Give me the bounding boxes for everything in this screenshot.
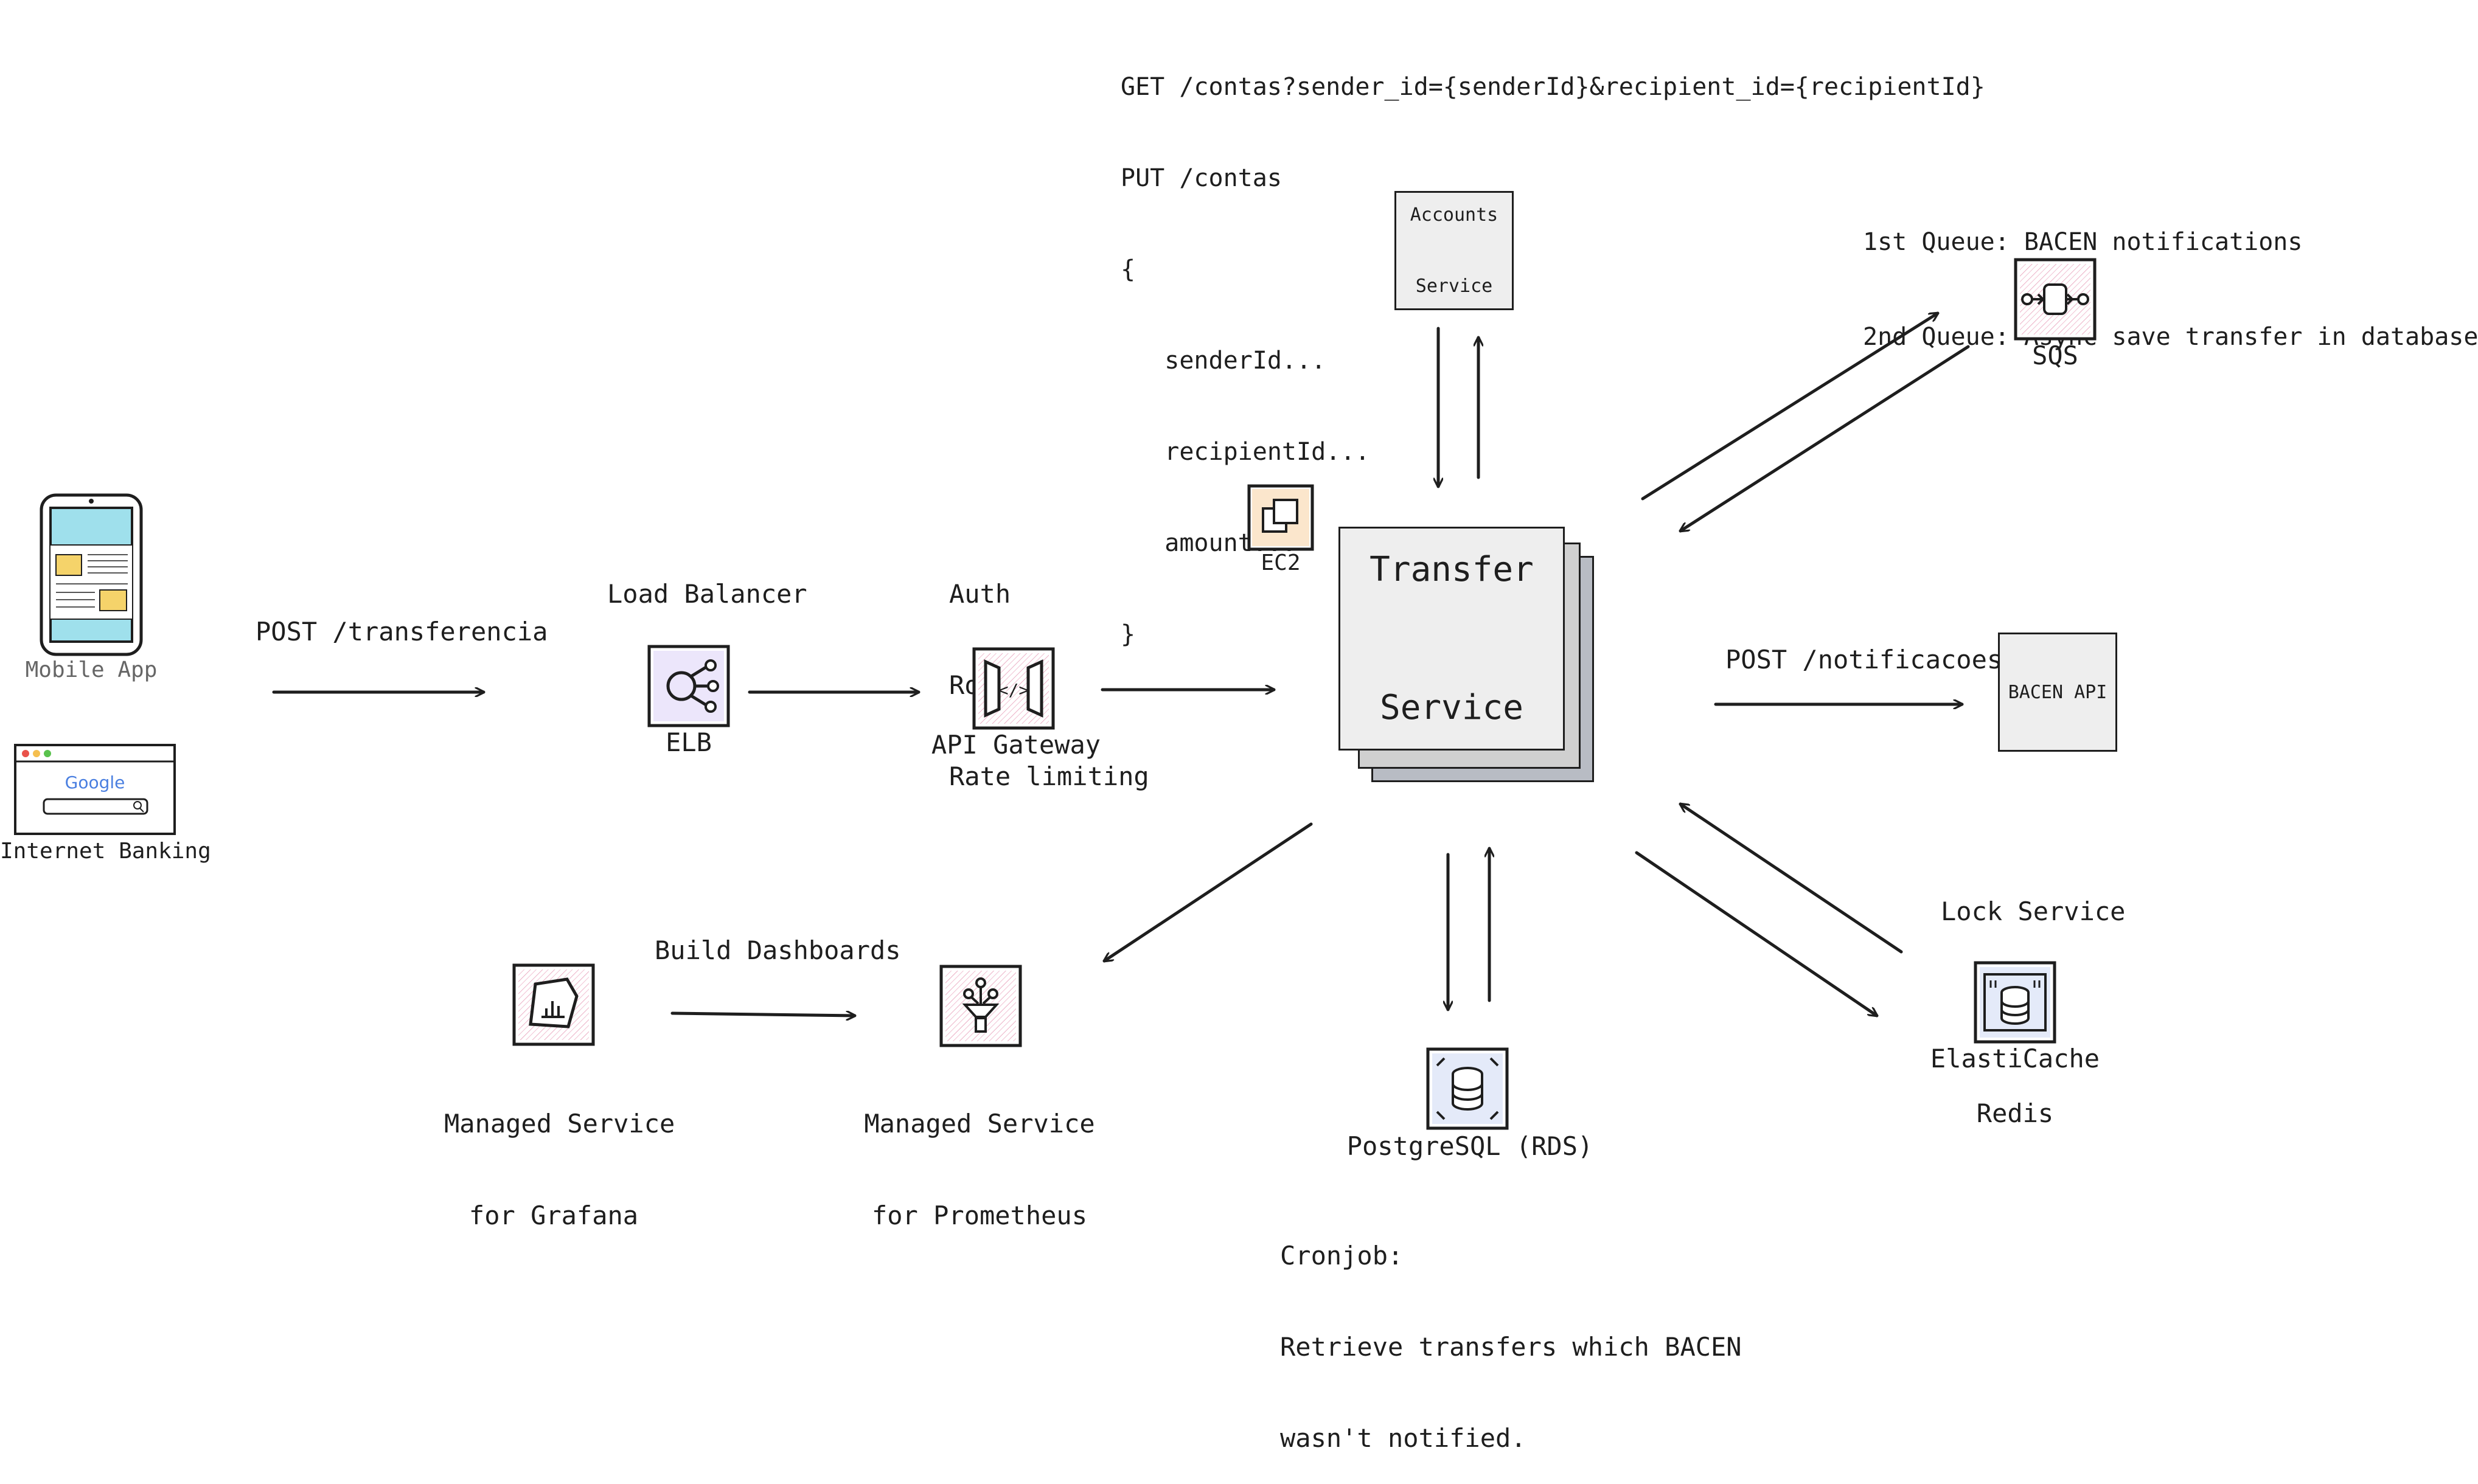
sqs-label: SQS: [2032, 341, 2078, 370]
edge-label-post-transferencia: POST /transferencia: [256, 617, 548, 647]
prometheus-icon: [939, 965, 1022, 1047]
rds-node[interactable]: [1426, 1047, 1509, 1130]
accounts-service-label-1: Accounts: [1410, 204, 1498, 226]
load-balancer-icon: [647, 645, 730, 727]
prometheus-label-2: for Prometheus: [871, 1200, 1087, 1230]
cronjob-line-1: Cronjob:: [1280, 1241, 1404, 1271]
api-gateway-icon: </>: [972, 647, 1055, 730]
elasticache-sublabel: Redis: [1976, 1098, 2054, 1128]
browser-window-icon: [14, 744, 176, 835]
elasticache-label: ElastiCache: [1930, 1044, 2100, 1073]
arrow-grafana-to-prometheus: [670, 1013, 857, 1016]
sqs-node[interactable]: [2014, 258, 2097, 341]
mobile-app-label: Mobile App: [25, 657, 158, 682]
cronjob-line-3: wasn't notified.: [1280, 1423, 1526, 1453]
browser-search-brand: Google: [64, 772, 125, 792]
elb-label: ELB: [666, 727, 712, 757]
arrow-sqs-to-transfer: [1680, 345, 1970, 531]
sqs-note-line-1: 1st Queue: BACEN notifications: [1863, 228, 2303, 256]
accounts-service-node[interactable]: Accounts Service: [1394, 191, 1514, 310]
cronjob-line-2: Retrieve transfers which BACEN: [1280, 1332, 1742, 1362]
elasticache-icon: [1974, 961, 2056, 1044]
internet-banking-label: Internet Banking: [0, 839, 211, 864]
code-line: senderId...: [1121, 347, 1326, 375]
code-line: GET /contas?sender_id={senderId}&recipie…: [1121, 73, 1985, 101]
arrow-transfer-to-prometheus: [1104, 822, 1313, 961]
arrow-transfer-to-elasticache: [1635, 851, 1877, 1016]
svg-text:</>: </>: [998, 680, 1029, 700]
ec2-label: EC2: [1261, 550, 1301, 575]
bacen-api-node[interactable]: BACEN API: [1998, 633, 2117, 752]
code-line: }: [1121, 620, 1136, 648]
database-icon: [1426, 1047, 1509, 1130]
bacen-api-label: BACEN API: [2008, 681, 2107, 703]
grafana-icon: [512, 963, 595, 1046]
cronjob-note: Cronjob: Retrieve transfers which BACEN …: [1280, 1180, 1742, 1484]
arrow-transfer-to-sqs: [1641, 313, 1938, 501]
elb-node[interactable]: [647, 645, 730, 727]
lock-service-caption: Lock Service: [1941, 896, 2126, 926]
transfer-service-label-1: Transfer: [1370, 549, 1534, 589]
grafana-label-1: Managed Service: [444, 1108, 675, 1139]
internet-banking-node[interactable]: Google: [13, 743, 176, 836]
api-gateway-node[interactable]: </>: [972, 647, 1055, 730]
sqs-note-line-2: 2nd Queue: Async save transfer in databa…: [1863, 323, 2478, 351]
accounts-service-label-2: Service: [1415, 276, 1493, 297]
prometheus-label-1: Managed Service: [864, 1108, 1095, 1139]
grafana-label: Managed Service for Grafana: [444, 1047, 675, 1262]
transfer-service-label-2: Service: [1379, 687, 1523, 727]
load-balancer-caption: Load Balancer: [607, 579, 807, 609]
ec2-node[interactable]: [1247, 484, 1314, 551]
code-line: {: [1121, 255, 1136, 283]
code-line: recipientId...: [1121, 438, 1370, 466]
sqs-queue-notes: 1st Queue: BACEN notifications 2nd Queue…: [1863, 163, 2478, 384]
elasticache-node[interactable]: [1974, 961, 2056, 1044]
api-contract-code: GET /contas?sender_id={senderId}&recipie…: [1121, 11, 1985, 680]
sqs-queue-icon: [2014, 258, 2097, 341]
gateway-note-auth: Auth: [949, 579, 1011, 609]
grafana-label-2: for Grafana: [468, 1200, 639, 1230]
prometheus-node[interactable]: [939, 965, 1022, 1047]
prometheus-label: Managed Service for Prometheus: [864, 1047, 1095, 1262]
rds-label: PostgreSQL (RDS): [1346, 1131, 1593, 1161]
ec2-icon: [1247, 484, 1314, 551]
mobile-app-node[interactable]: [37, 491, 146, 662]
mobile-phone-icon: [40, 493, 143, 656]
transfer-service-node[interactable]: Transfer Service: [1338, 527, 1565, 751]
edge-label-post-notificacoes: POST /notificacoes: [1725, 645, 2003, 674]
code-line: PUT /contas: [1121, 164, 1282, 192]
edge-label-build-dashboards: Build Dashboards: [655, 935, 901, 965]
grafana-node[interactable]: [512, 963, 595, 1046]
arrow-elasticache-to-transfer: [1680, 804, 1903, 954]
gateway-note-rate-limiting: Rate limiting: [949, 761, 1149, 791]
api-gateway-label: API Gateway: [931, 730, 1101, 760]
connector-layer: [272, 0, 1970, 1277]
